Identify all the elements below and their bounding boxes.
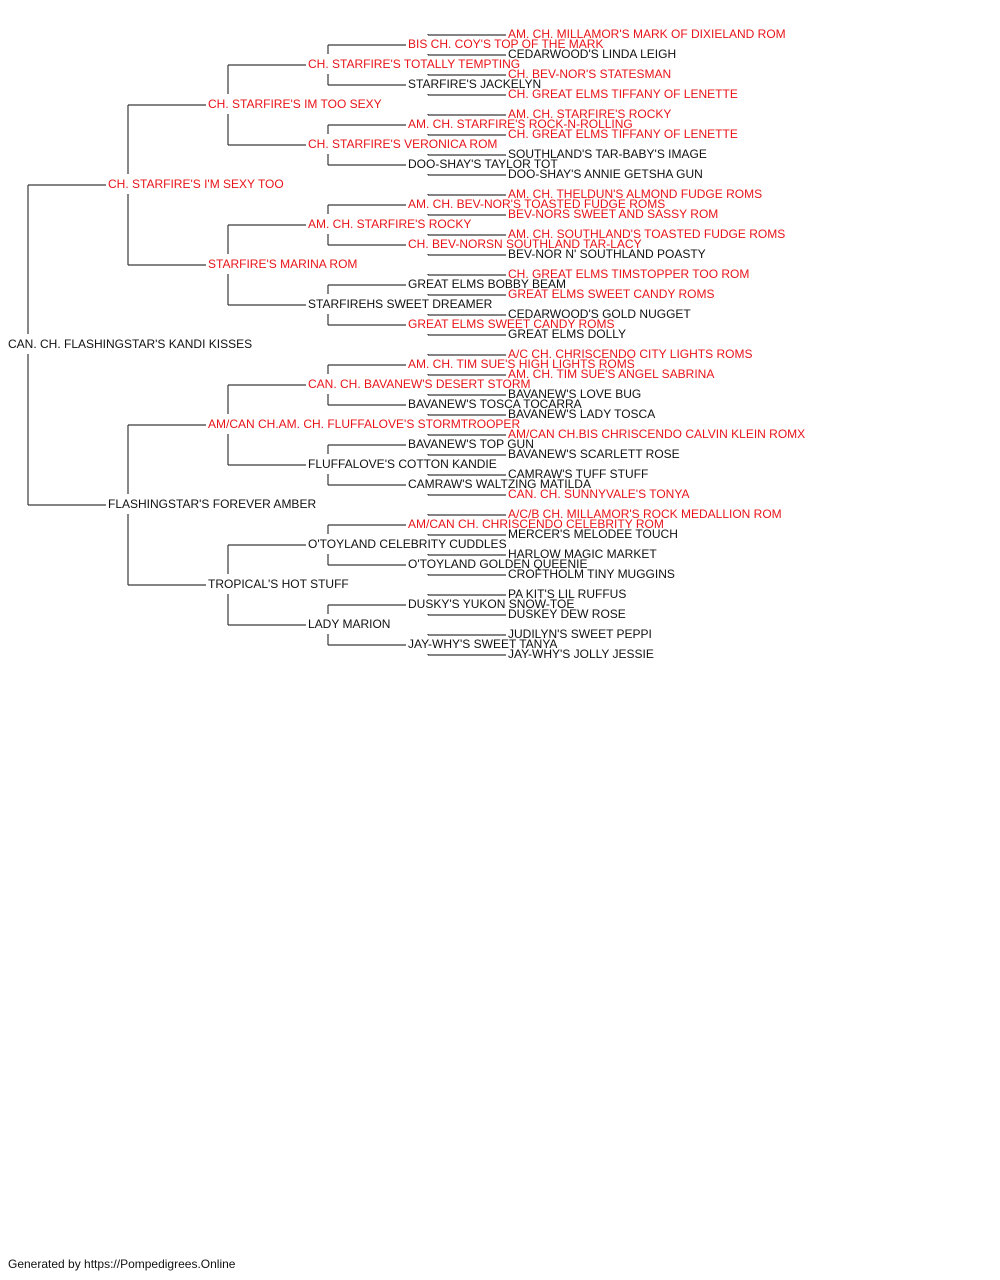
ancestor-name: AM. CH. TIM SUE'S ANGEL SABRINA	[508, 367, 714, 381]
ancestor-name: JAY-WHY'S JOLLY JESSIE	[508, 647, 654, 661]
ancestor-name: O'TOYLAND GOLDEN QUEENIE	[408, 557, 587, 571]
ancestor-name: AM/CAN CH. CHRISCENDO CELEBRITY ROM	[408, 517, 664, 531]
ancestor-name: CH. STARFIRE'S I'M SEXY TOO	[108, 177, 284, 191]
ancestor-name: FLUFFALOVE'S COTTON KANDIE	[308, 457, 497, 471]
pedigree-connectors	[27, 34, 506, 656]
ancestor-name: CH. GREAT ELMS TIFFANY OF LENETTE	[508, 87, 738, 101]
ancestor-name: HARLOW MAGIC MARKET	[508, 547, 657, 561]
ancestor-name: AM/CAN CH.AM. CH. FLUFFALOVE'S STORMTROO…	[208, 417, 520, 431]
ancestor-name: BEV-NORS SWEET AND SASSY ROM	[508, 207, 718, 221]
ancestor-name: AM. CH. THELDUN'S ALMOND FUDGE ROMS	[508, 187, 762, 201]
ancestor-name: LADY MARION	[308, 617, 390, 631]
ancestor-name: CH. STARFIRE'S VERONICA ROM	[308, 137, 497, 151]
ancestor-name: BAVANEW'S LOVE BUG	[508, 387, 641, 401]
ancestor-name: MERCER'S MELODEE TOUCH	[508, 527, 678, 541]
ancestor-name: CH. STARFIRE'S TOTALLY TEMPTING	[308, 57, 520, 71]
ancestor-name: BAVANEW'S LADY TOSCA	[508, 407, 655, 421]
ancestor-name: DUSKY'S YUKON SNOW-TOE	[408, 597, 574, 611]
ancestor-name: GREAT ELMS SWEET CANDY ROMS	[508, 287, 714, 301]
ancestor-name: CH. GREAT ELMS TIFFANY OF LENETTE	[508, 127, 738, 141]
ancestor-name: CEDARWOOD'S LINDA LEIGH	[508, 47, 676, 61]
ancestor-name: CAN. CH. BAVANEW'S DESERT STORM	[308, 377, 531, 391]
ancestor-name: AM. CH. BEV-NOR'S TOASTED FUDGE ROMS	[408, 197, 665, 211]
ancestor-name: SOUTHLAND'S TAR-BABY'S IMAGE	[508, 147, 707, 161]
ancestor-name: AM. CH. SOUTHLAND'S TOASTED FUDGE ROMS	[508, 227, 785, 241]
ancestor-name: CAMRAW'S WALTZING MATILDA	[408, 477, 591, 491]
ancestor-name: DOO-SHAY'S ANNIE GETSHA GUN	[508, 167, 703, 181]
ancestor-name: A/C CH. CHRISCENDO CITY LIGHTS ROMS	[508, 347, 752, 361]
ancestor-name: GREAT ELMS DOLLY	[508, 327, 626, 341]
ancestor-name: STARFIRE'S MARINA ROM	[208, 257, 357, 271]
ancestor-name: CEDARWOOD'S GOLD NUGGET	[508, 307, 691, 321]
ancestor-name: JAY-WHY'S SWEET TANYA	[408, 637, 557, 651]
ancestor-name: FLASHINGSTAR'S FOREVER AMBER	[108, 497, 316, 511]
ancestor-name: CH. BEV-NOR'S STATESMAN	[508, 67, 671, 81]
ancestor-name: GREAT ELMS SWEET CANDY ROMS	[408, 317, 614, 331]
ancestor-name: A/C/B CH. MILLAMOR'S ROCK MEDALLION ROM	[508, 507, 782, 521]
subject-name: CAN. CH. FLASHINGSTAR'S KANDI KISSES	[8, 337, 252, 351]
ancestor-name: AM. CH. TIM SUE'S HIGH LIGHTS ROMS	[408, 357, 635, 371]
ancestor-name: AM. CH. MILLAMOR'S MARK OF DIXIELAND ROM	[508, 27, 786, 41]
ancestor-name: TROPICAL'S HOT STUFF	[208, 577, 349, 591]
footer-credit: Generated by https://Pompedigrees.Online	[8, 1257, 236, 1271]
ancestor-name: BAVANEW'S SCARLETT ROSE	[508, 447, 680, 461]
ancestor-name: AM/CAN CH.BIS CHRISCENDO CALVIN KLEIN RO…	[508, 427, 805, 441]
ancestor-name: STARFIREHS SWEET DREAMER	[308, 297, 493, 311]
ancestor-name: DUSKEY DEW ROSE	[508, 607, 626, 621]
ancestor-name: BEV-NOR N' SOUTHLAND POASTY	[508, 247, 706, 261]
ancestor-name: AM. CH. STARFIRE'S ROCKY	[508, 107, 671, 121]
ancestor-name: DOO-SHAY'S TAYLOR TOT	[408, 157, 558, 171]
ancestor-name: BAVANEW'S TOP GUN	[408, 437, 534, 451]
ancestor-name: CH. STARFIRE'S IM TOO SEXY	[208, 97, 382, 111]
ancestor-name: CH. BEV-NORSN SOUTHLAND TAR-LACY	[408, 237, 642, 251]
ancestor-name: PA KIT'S LIL RUFFUS	[508, 587, 626, 601]
ancestor-name: O'TOYLAND CELEBRITY CUDDLES	[308, 537, 507, 551]
ancestor-name: JUDILYN'S SWEET PEPPI	[508, 627, 652, 641]
ancestor-name: CH. GREAT ELMS TIMSTOPPER TOO ROM	[508, 267, 749, 281]
pedigree-labels: CAN. CH. FLASHINGSTAR'S KANDI KISSES CH. …	[8, 27, 805, 661]
ancestor-name: BIS CH. COY'S TOP OF THE MARK	[408, 37, 603, 51]
ancestor-name: AM. CH. STARFIRE'S ROCKY	[308, 217, 471, 231]
ancestor-name: GREAT ELMS BOBBY BEAM	[408, 277, 566, 291]
ancestor-name: CAN. CH. SUNNYVALE'S TONYA	[508, 487, 689, 501]
ancestor-name: AM. CH. STARFIRE'S ROCK-N-ROLLING	[408, 117, 633, 131]
ancestor-name: CAMRAW'S TUFF STUFF	[508, 467, 648, 481]
ancestor-name: BAVANEW'S TOSCA TOCARRA	[408, 397, 582, 411]
ancestor-name: STARFIRE'S JACKELYN	[408, 77, 541, 91]
ancestor-name: CROFTHOLM TINY MUGGINS	[508, 567, 675, 581]
